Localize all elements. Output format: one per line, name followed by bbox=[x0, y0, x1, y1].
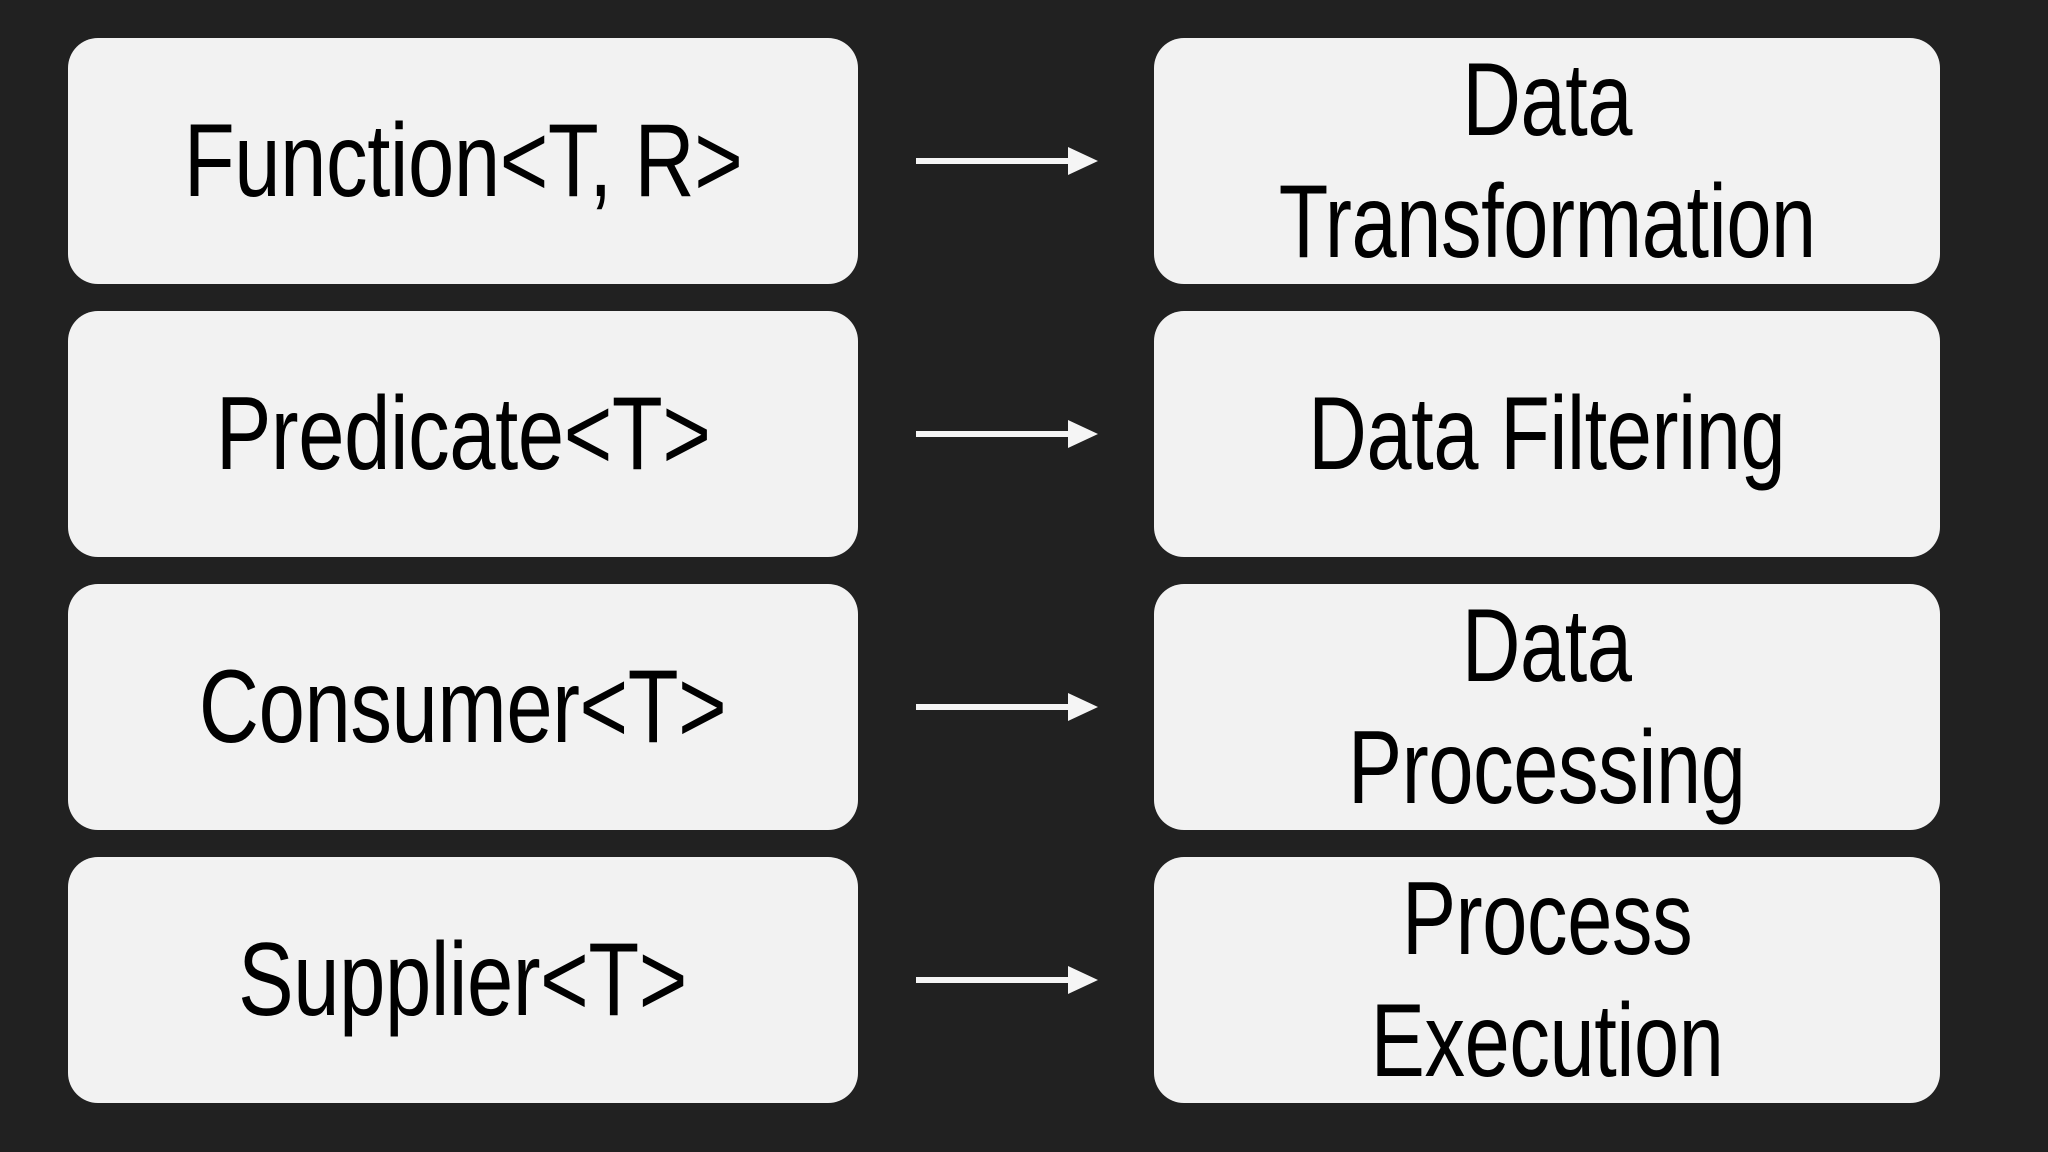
target-node-label: Process Execution bbox=[1370, 861, 1724, 1099]
source-node-label: Consumer<T> bbox=[199, 649, 727, 765]
source-node-label: Predicate<T> bbox=[215, 376, 711, 492]
diagram-row: Predicate<T> Data Filtering bbox=[0, 311, 2048, 557]
diagram-row: Consumer<T> Data Processing bbox=[0, 584, 2048, 830]
source-node-predicate[interactable]: Predicate<T> bbox=[68, 311, 858, 557]
target-node-data-filtering[interactable]: Data Filtering bbox=[1154, 311, 1940, 557]
target-node-data-transformation[interactable]: Data Transformation bbox=[1154, 38, 1940, 284]
target-node-label: Data Processing bbox=[1348, 588, 1746, 826]
target-node-label: Data Filtering bbox=[1308, 376, 1786, 492]
source-node-function[interactable]: Function<T, R> bbox=[68, 38, 858, 284]
source-node-consumer[interactable]: Consumer<T> bbox=[68, 584, 858, 830]
arrow-right-icon bbox=[912, 137, 1102, 185]
source-node-supplier[interactable]: Supplier<T> bbox=[68, 857, 858, 1103]
target-node-process-execution[interactable]: Process Execution bbox=[1154, 857, 1940, 1103]
arrow-right-icon bbox=[912, 683, 1102, 731]
diagram-row: Function<T, R> Data Transformation bbox=[0, 38, 2048, 284]
diagram-row: Supplier<T> Process Execution bbox=[0, 857, 2048, 1103]
source-node-label: Function<T, R> bbox=[183, 103, 743, 219]
arrow-right-icon bbox=[912, 410, 1102, 458]
target-node-label: Data Transformation bbox=[1278, 42, 1816, 280]
source-node-label: Supplier<T> bbox=[238, 922, 688, 1038]
target-node-data-processing[interactable]: Data Processing bbox=[1154, 584, 1940, 830]
arrow-right-icon bbox=[912, 956, 1102, 1004]
